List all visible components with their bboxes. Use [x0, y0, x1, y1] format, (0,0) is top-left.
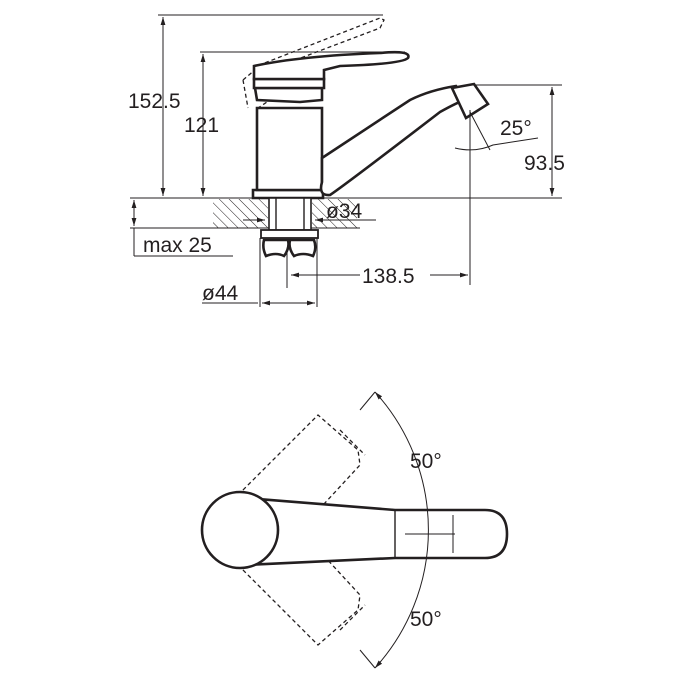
dim-swivel-right: 50°	[410, 608, 442, 631]
dim-spout-height: 93.5	[524, 152, 565, 175]
faucet-body	[251, 50, 490, 200]
dim-height-total: 152.5	[128, 90, 181, 113]
top-view: 50° 50°	[200, 391, 509, 669]
handle-lever	[252, 50, 410, 81]
swivel-arc	[374, 391, 429, 669]
dim-height-body: 121	[184, 114, 219, 137]
dim-spout-reach: 138.5	[362, 265, 415, 288]
handle-raised-dashed	[242, 17, 385, 109]
swivel-left-dashed	[237, 414, 361, 531]
dim-hole-diameter: ø34	[326, 200, 363, 223]
side-view: 152.5 121 93.5 25° 138.5 ø34 ø44 max 25	[128, 14, 565, 307]
dim-max-thickness: max 25	[143, 234, 212, 257]
mounting-shank	[260, 197, 319, 258]
spout	[319, 84, 468, 197]
dim-base-diameter: ø44	[202, 282, 239, 305]
dim-spout-angle: 25°	[500, 117, 532, 140]
countertop-hatch-right	[312, 199, 357, 228]
spout-top	[243, 496, 509, 567]
aerator	[450, 82, 490, 120]
swivel-right-dashed	[237, 529, 361, 646]
countertop-hatch-left	[213, 199, 268, 228]
handle-top	[200, 490, 280, 570]
dim-swivel-left: 50°	[410, 450, 442, 473]
